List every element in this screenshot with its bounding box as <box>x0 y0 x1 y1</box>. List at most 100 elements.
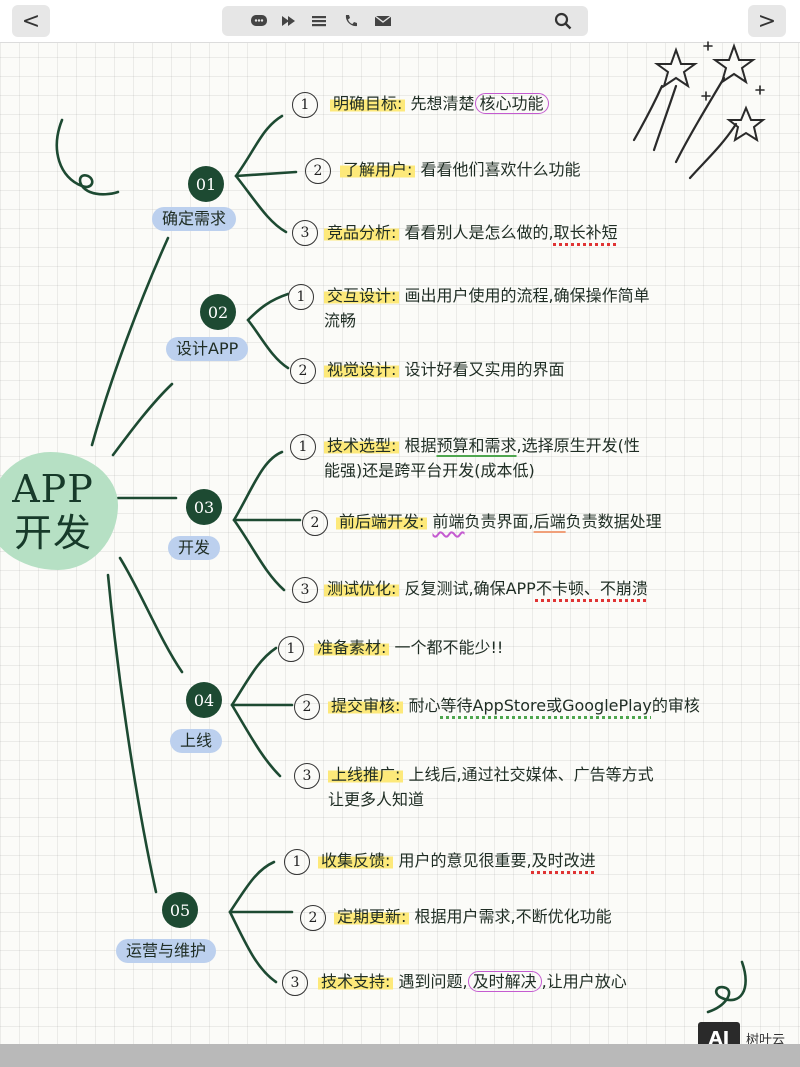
underlined-text: 预算和需求 <box>436 436 517 455</box>
branch-number-01: 01 <box>188 166 224 202</box>
item-number: 1 <box>292 92 318 118</box>
item-text: 看看别人是怎么做的, <box>404 223 554 242</box>
item-number: 1 <box>284 849 310 875</box>
branch-label-01: 确定需求 <box>152 207 237 231</box>
item-01-3: 竞品分析: 看看别人是怎么做的,取长补短 <box>324 220 618 245</box>
item-text: 用户的意见很重要, <box>398 851 532 870</box>
connector-root-04 <box>118 556 184 674</box>
item-keyword: 定期更新: <box>334 907 410 926</box>
chat-bubble-icon[interactable] <box>244 6 274 36</box>
connector-05-1 <box>228 860 276 914</box>
item-text: 根据 <box>404 436 437 455</box>
branch-number-05: 05 <box>162 892 198 928</box>
item-number: 2 <box>290 358 316 384</box>
item-number: 3 <box>292 577 318 603</box>
item-04-2: 提交审核: 耐心等待AppStore或GooglePlay的审核 <box>328 693 700 718</box>
root-node: APP 开发 <box>0 452 118 570</box>
item-text: 一个都不能少!! <box>394 638 504 657</box>
item-keyword: 交互设计: <box>324 286 400 305</box>
connector-root-02 <box>111 382 174 457</box>
top-toolbar: < > <box>0 0 800 43</box>
item-text-line2: 流畅 <box>324 311 357 330</box>
dotted-text: 及时改进 <box>531 851 596 870</box>
swirl-doodle-right <box>706 960 747 1014</box>
item-keyword: 技术支持: <box>318 972 394 991</box>
dotted-text: 取长补短 <box>553 223 618 242</box>
item-text: 耐心 <box>408 696 441 715</box>
forward-button[interactable]: > <box>748 5 786 37</box>
item-text: ,让用户放心 <box>541 972 627 991</box>
root-title: APP <box>12 467 94 511</box>
phone-icon[interactable] <box>336 6 366 36</box>
item-keyword: 技术选型: <box>324 436 400 455</box>
item-number: 2 <box>294 694 320 720</box>
item-keyword: 前后端开发: <box>336 512 428 531</box>
item-number: 2 <box>300 905 326 931</box>
connector-01-3 <box>234 174 288 234</box>
item-text: 设计好看又实用的界面 <box>404 360 565 379</box>
item-keyword: 准备素材: <box>314 638 390 657</box>
item-03-3: 测试优化: 反复测试,确保APP不卡顿、不崩溃 <box>324 576 648 601</box>
branch-number-03: 03 <box>186 489 222 525</box>
search-button[interactable] <box>538 6 588 36</box>
connector-01-2 <box>234 170 298 178</box>
item-text: 先想清楚 <box>410 94 475 113</box>
branch-label-05: 运营与维护 <box>116 939 217 963</box>
connector-02-2 <box>246 318 290 370</box>
chevron-left-icon: < <box>21 8 41 34</box>
item-text: 遇到问题, <box>398 972 468 991</box>
connector-04-1 <box>230 646 278 707</box>
branch-number-04: 04 <box>186 682 222 718</box>
branch-number-02: 02 <box>200 294 236 330</box>
tool-group <box>222 6 588 36</box>
item-number: 3 <box>292 220 318 246</box>
item-number: 3 <box>294 763 320 789</box>
bottom-bar <box>0 1044 800 1067</box>
branch-label-02: 设计APP <box>166 337 249 361</box>
shooting-stars-doodle <box>632 41 766 180</box>
item-keyword: 视觉设计: <box>324 360 400 379</box>
list-icon[interactable] <box>304 6 334 36</box>
connector-03-1 <box>232 450 284 522</box>
item-05-2: 定期更新: 根据用户需求,不断优化功能 <box>334 904 612 929</box>
root-subtitle: 开发 <box>13 511 92 555</box>
swirl-doodle <box>55 118 120 196</box>
item-05-1: 收集反馈: 用户的意见很重要,及时改进 <box>318 848 596 873</box>
item-text: 看看他们喜欢什么功能 <box>420 160 581 179</box>
item-number: 1 <box>288 284 314 310</box>
item-keyword: 提交审核: <box>328 696 404 715</box>
item-02-1: 交互设计: 画出用户使用的流程,确保操作简单 流畅 <box>324 283 744 333</box>
watermark-text: 树叶云 <box>746 1032 786 1048</box>
item-keyword: 明确目标: <box>330 94 406 113</box>
dotted-text: 等待AppStore或GooglePlay <box>440 696 652 715</box>
connector-03-3 <box>232 518 286 592</box>
item-text: 画出用户使用的流程,确保操作简单 <box>404 286 650 305</box>
item-text: 根据用户需求,不断优化功能 <box>414 907 612 926</box>
item-text: 上线后,通过社交媒体、广告等方式 <box>408 765 654 784</box>
item-03-2: 前后端开发: 前端负责界面,后端负责数据处理 <box>336 509 662 534</box>
item-01-2: 了解用户: 看看他们喜欢什么功能 <box>340 157 581 182</box>
back-button[interactable]: < <box>12 5 50 37</box>
item-text: 的审核 <box>651 696 700 715</box>
connector-01-1 <box>234 114 284 178</box>
connector-02-1 <box>246 292 290 322</box>
item-number: 2 <box>305 158 331 184</box>
dotted-text: 不卡顿、不崩溃 <box>535 579 648 598</box>
connector-root-05 <box>106 573 158 894</box>
item-keyword: 了解用户: <box>340 160 416 179</box>
circled-text: 及时解决 <box>467 971 542 992</box>
item-keyword: 竞品分析: <box>324 223 400 242</box>
item-text: 负责界面, <box>464 512 534 531</box>
item-number: 1 <box>278 636 304 662</box>
forward-icon[interactable] <box>274 6 304 36</box>
mail-icon[interactable] <box>368 6 398 36</box>
branch-label-03: 开发 <box>168 536 221 560</box>
item-05-3: 技术支持: 遇到问题,及时解决,让用户放心 <box>318 969 627 994</box>
chevron-right-icon: > <box>757 8 777 34</box>
item-text-line2: 能强)还是跨平台开发(成本低) <box>324 461 535 480</box>
item-text: 反复测试,确保APP <box>404 579 536 598</box>
search-icon <box>554 12 572 30</box>
wavy-text: 前端 <box>432 512 465 531</box>
item-03-1: 技术选型: 根据预算和需求,选择原生开发(性 能强)还是跨平台开发(成本低) <box>324 433 754 483</box>
